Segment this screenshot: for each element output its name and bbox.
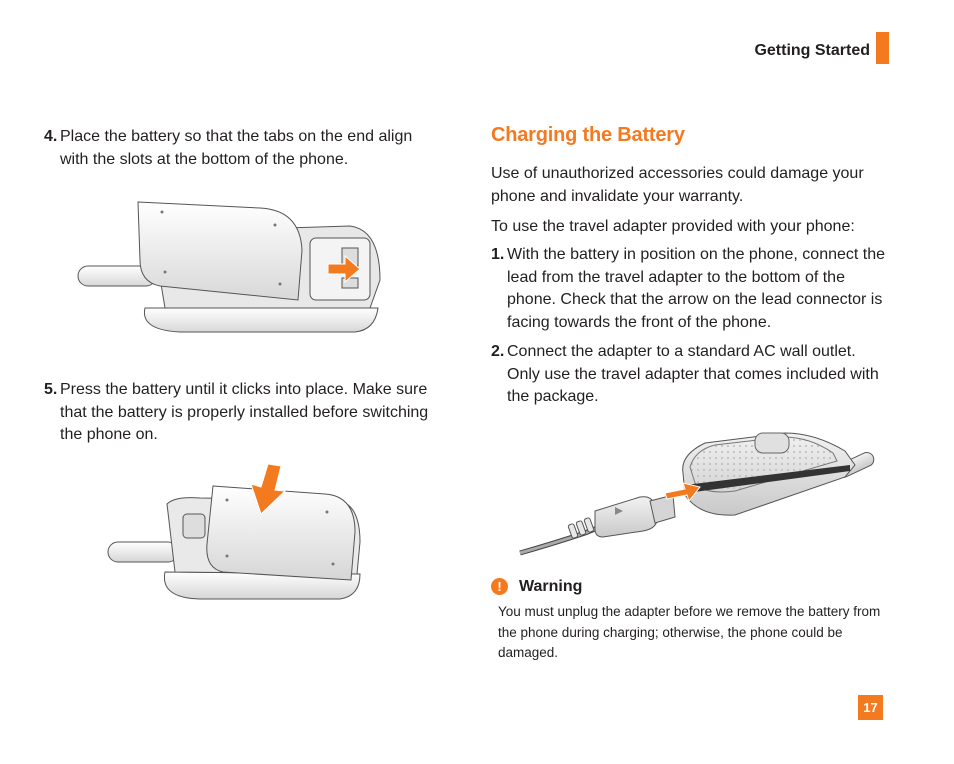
warning-text: You must unplug the adapter before we re… [498,604,881,660]
charging-step-2: 2. Connect the adapter to a standard AC … [491,341,886,409]
step-5: 5. Press the battery until it clicks int… [44,379,444,447]
step-text: Press the battery until it clicks into p… [60,381,429,443]
step-text: Connect the adapter to a standard AC wal… [507,343,879,405]
charger-connection-illustration [519,432,875,556]
step-text: Place the battery so that the tabs on th… [60,128,413,168]
battery-insert-illustration [77,201,381,333]
charging-step-1: 1. With the battery in position on the p… [491,244,886,334]
step-number: 4. [44,128,58,145]
intro-text: Use of unauthorized accessories could da… [491,165,864,205]
battery-press-illustration [107,463,361,600]
header-accent-bar [876,32,889,64]
warning-title: Warning [519,578,583,595]
step-text: With the battery in position on the phon… [507,246,886,331]
step-number: 2. [491,343,505,360]
step-number: 1. [491,246,505,263]
section-header: Getting Started [754,42,870,59]
lead-text: To use the travel adapter provided with … [491,218,855,235]
page-number: 17 [858,695,883,720]
step-number: 5. [44,381,58,398]
exclamation-icon: ! [491,578,508,595]
step-4: 4. Place the battery so that the tabs on… [44,126,444,171]
section-title: Charging the Battery [491,124,685,146]
